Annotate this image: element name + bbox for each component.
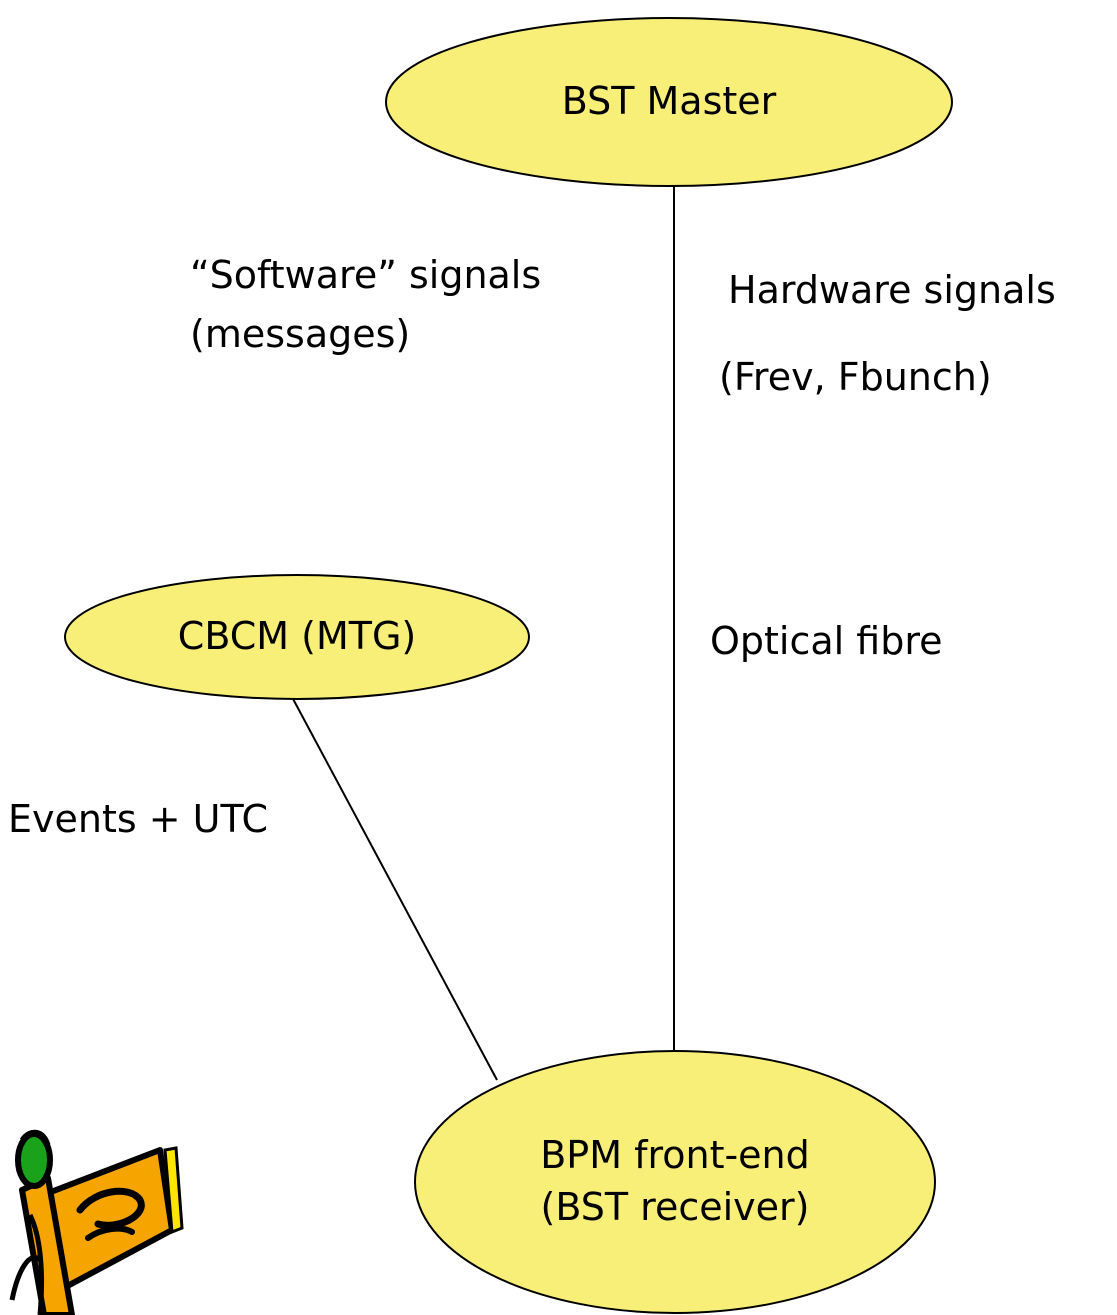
frev-fbunch-label: (Frev, Fbunch) xyxy=(719,355,992,399)
optical-fibre-label: Optical fibre xyxy=(710,619,943,663)
cbcm-label: CBCM (MTG) xyxy=(177,614,417,658)
bst-master-node xyxy=(385,17,953,187)
bst-master-label: BST Master xyxy=(561,79,777,123)
bpm-frontend-node xyxy=(414,1050,936,1314)
bpm-frontend-label-line2: (BST receiver) xyxy=(540,1185,810,1229)
software-signals-label: “Software” signals xyxy=(190,253,542,297)
cbcm-to-bpm-line xyxy=(291,696,498,1081)
rolled-paper-scroll-icon xyxy=(9,1129,184,1315)
messages-label: (messages) xyxy=(190,312,411,356)
events-utc-label: Events + UTC xyxy=(8,797,268,841)
hardware-signals-label: Hardware signals xyxy=(728,268,1056,312)
bpm-frontend-label-line1: BPM front-end xyxy=(540,1133,810,1177)
cbcm-node xyxy=(64,574,530,700)
